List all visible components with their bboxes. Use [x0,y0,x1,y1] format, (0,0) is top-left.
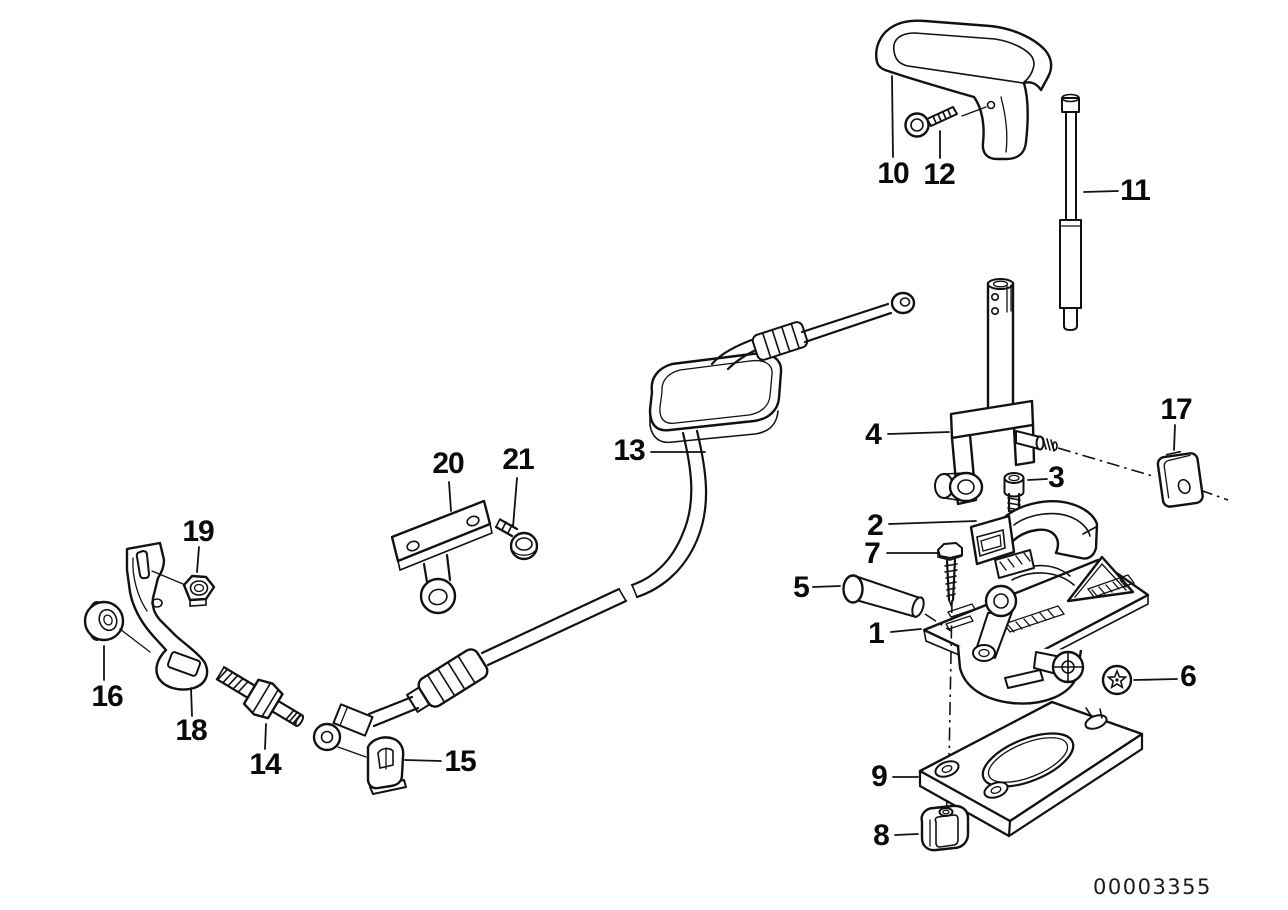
socket-screw-drawing [1003,472,1025,513]
part-label-2: 2 [867,509,884,542]
pivot-pin-drawing [842,574,925,618]
shift-arm-bracket-drawing [125,541,209,691]
part-label-16: 16 [91,680,123,713]
part-label-4: 4 [865,418,882,451]
part-label-6: 6 [1180,660,1197,693]
retaining-clip-drawing [1156,450,1204,508]
part-label-14: 14 [249,748,281,781]
part-label-5: 5 [793,571,810,604]
part-label-15: 15 [444,745,476,778]
part-label-12: 12 [923,158,955,191]
part-label-21: 21 [502,443,534,476]
leader-lines [103,75,1178,836]
pin-axis-dash-line [1057,447,1157,478]
part-label-18: 18 [175,714,207,747]
grommet-assembly-line [119,628,151,653]
knob-screw-drawing [904,106,987,138]
part-label-13: 13 [613,434,645,467]
selector-shaft-bracket-drawing [934,278,1058,506]
support-bracket-drawing [390,499,493,615]
diagram-number: 00003355 [1093,875,1212,899]
nut-assembly-line [151,570,184,585]
shift-knob-drawing [875,19,1053,161]
shift-cable-drawing [480,429,708,667]
cable-end-drawing [312,648,489,758]
shift-rod-drawing [1059,93,1082,331]
part-label-10: 10 [877,157,909,190]
clip-nut-drawing [920,804,970,852]
bracket-screw-drawing [494,518,539,561]
pin5-axis-dash-line [924,613,952,632]
cable-boot-pad-drawing [648,291,916,444]
detent-handle-drawing [969,500,1099,579]
cable-clip-drawing [366,736,407,795]
detent-screw-drawing [937,542,963,608]
assembly-axis-dash-line [948,599,953,765]
part-label-3: 3 [1048,461,1065,494]
shifter-base-drawing [922,555,1150,705]
star-washer-drawing [1101,664,1133,696]
part-label-7: 7 [864,537,881,570]
base-gasket-plate-drawing [918,700,1144,838]
pin-axis-dash-line2 [1199,489,1229,501]
part-label-20: 20 [432,447,464,480]
grommet-drawing [83,600,125,642]
part-label-8: 8 [873,819,890,852]
part-label-19: 19 [182,515,214,548]
part-label-11: 11 [1120,174,1151,207]
part-label-1: 1 [868,617,885,650]
cable-bolt-drawing [215,666,305,727]
hex-nut-drawing [182,574,216,607]
part-label-17: 17 [1160,393,1192,426]
part-label-9: 9 [871,760,888,793]
